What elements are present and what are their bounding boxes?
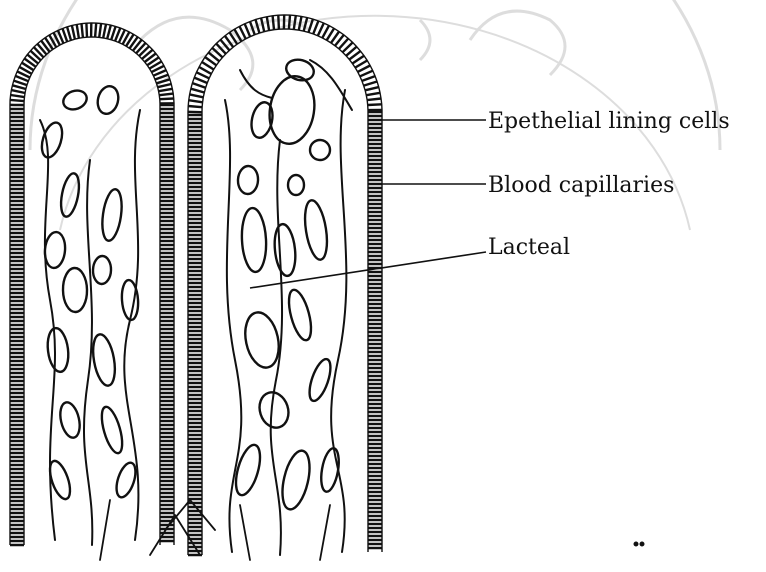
connective-strand (310, 60, 352, 110)
capillary-space (61, 87, 90, 112)
capillary-space (240, 207, 267, 272)
capillary-space (93, 256, 112, 285)
capillary-space (57, 400, 83, 439)
label-blood-capillaries: Blood capillaries (488, 173, 674, 198)
capillary-space (309, 139, 331, 161)
capillary-space (43, 231, 66, 269)
capillary-space (301, 199, 330, 261)
base-strand (240, 505, 250, 560)
capillary-space (95, 84, 121, 116)
capillary-space (231, 442, 265, 497)
capillary-space (241, 309, 284, 370)
speck (641, 543, 644, 546)
capillary-space (272, 223, 297, 277)
label-lacteal: Lacteal (488, 235, 570, 260)
capillary-space (113, 460, 139, 499)
capillary-space (237, 165, 258, 194)
capillary-space (98, 405, 127, 456)
connective-strand (84, 160, 92, 545)
connective-strand (124, 110, 140, 540)
capillary-space (305, 357, 334, 404)
connective-strand (225, 100, 241, 552)
capillary-space (90, 333, 119, 388)
speck (635, 543, 638, 546)
capillary-space (288, 175, 304, 195)
capillary-space (99, 188, 124, 242)
capillary-space (45, 327, 70, 373)
connective-strand (271, 140, 282, 555)
base-strand (320, 505, 330, 560)
capillary-space (285, 288, 316, 343)
capillary-space (63, 268, 88, 312)
capillary-space (278, 448, 315, 512)
label-epithelial-lining-cells: Epethelial lining cells (488, 109, 730, 134)
base-strand (100, 500, 110, 560)
